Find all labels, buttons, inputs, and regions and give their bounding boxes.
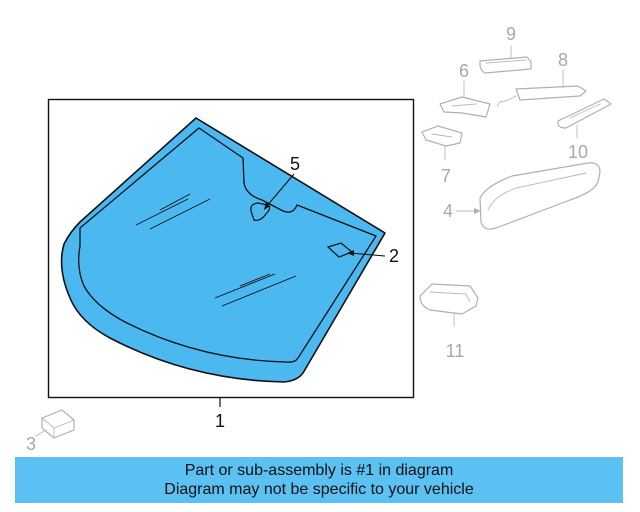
callout-9[interactable]: 9 <box>506 24 516 44</box>
part-7-cover[interactable] <box>421 125 463 161</box>
windshield-glass[interactable] <box>60 117 386 383</box>
part-4-mirror[interactable] <box>455 162 601 230</box>
part-8-wiring[interactable] <box>496 69 587 107</box>
leader-line-2 <box>349 252 386 257</box>
callout-5[interactable]: 5 <box>290 154 300 174</box>
leader-line-5 <box>265 173 295 208</box>
callout-6[interactable]: 6 <box>459 61 469 81</box>
banner-line-2: Diagram may not be specific to your vehi… <box>164 481 474 498</box>
arrowhead-5 <box>264 202 270 210</box>
windshield-outer <box>60 117 386 383</box>
callout-8[interactable]: 8 <box>558 50 568 70</box>
glass-reflections <box>135 193 297 307</box>
windshield-inner-line <box>78 127 377 363</box>
callout-3[interactable]: 3 <box>26 434 36 454</box>
callout-4[interactable]: 4 <box>443 201 453 221</box>
part-10-bracket[interactable] <box>557 98 612 139</box>
callout-7[interactable]: 7 <box>441 166 451 186</box>
callout-1[interactable]: 1 <box>215 411 225 431</box>
callout-2[interactable]: 2 <box>389 246 399 266</box>
part-6-bracket[interactable] <box>439 80 491 118</box>
part-11-housing[interactable] <box>419 283 479 327</box>
callout-11[interactable]: 11 <box>446 341 465 361</box>
part-3-block[interactable] <box>35 409 75 439</box>
part-9-trim[interactable] <box>479 45 532 74</box>
arrowhead-2 <box>347 250 354 256</box>
banner-line-1: Part or sub-assembly is #1 in diagram <box>184 462 454 479</box>
callout-10[interactable]: 10 <box>568 142 588 162</box>
info-banner: Part or sub-assembly is #1 in diagram Di… <box>15 457 623 503</box>
